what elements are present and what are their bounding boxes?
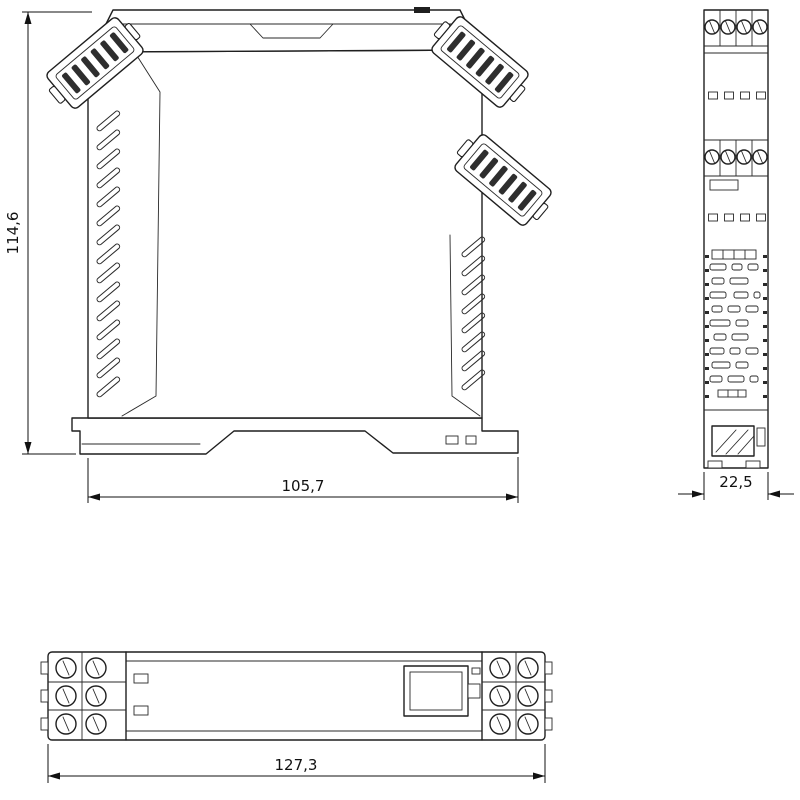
top-connector xyxy=(403,665,481,717)
top-terminal-left xyxy=(40,651,127,741)
inner-contour-left xyxy=(117,25,161,417)
front-indicator-row-2 xyxy=(708,213,766,222)
front-indicator-row-1 xyxy=(708,91,766,100)
front-vents xyxy=(709,249,761,398)
inner-contour-right xyxy=(449,234,481,417)
din-rail-foot xyxy=(71,417,519,455)
front-terminal-row-2 xyxy=(703,139,769,191)
front-width-dimension: 22,5 xyxy=(678,472,794,500)
length-dimension-label: 127,3 xyxy=(275,756,318,774)
top-view xyxy=(40,651,553,741)
top-slot-1 xyxy=(133,673,149,684)
top-marker xyxy=(414,7,430,13)
side-view xyxy=(38,7,559,455)
length-dimension: 127,3 xyxy=(47,744,546,783)
side-width-dimension: 105,7 xyxy=(87,457,519,503)
front-view xyxy=(703,9,769,469)
front-din-clip xyxy=(703,409,769,469)
height-dimension: 114,6 xyxy=(4,11,92,455)
housing-body xyxy=(87,49,483,419)
front-terminal-row-1 xyxy=(703,9,769,54)
top-terminal-right xyxy=(481,651,553,741)
side-width-dimension-label: 105,7 xyxy=(282,477,325,495)
top-slot-2 xyxy=(133,705,149,716)
top-cap xyxy=(91,7,481,53)
height-dimension-label: 114,6 xyxy=(4,212,22,255)
front-width-dimension-label: 22,5 xyxy=(719,473,752,491)
